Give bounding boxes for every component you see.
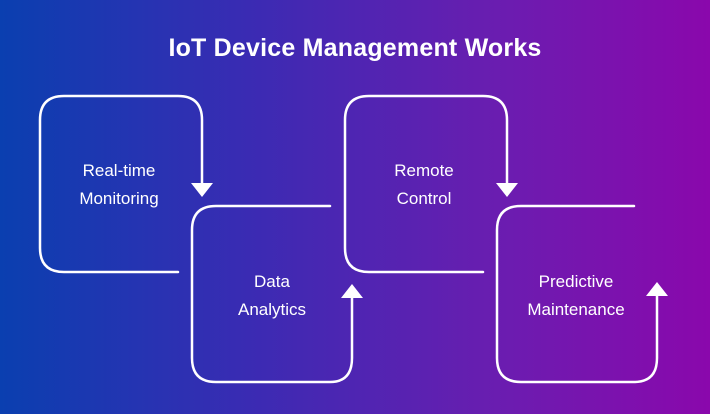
step-1-label: Real-time Monitoring [58, 157, 180, 213]
step-4-up-arrow-icon [646, 282, 668, 296]
step-3-label-line2: Control [396, 189, 452, 208]
step-4-outline [495, 204, 659, 384]
step-2-up-arrow-icon [341, 284, 363, 298]
step-4-label-line1: Predictive [538, 272, 614, 291]
step-2-label-line1: Data [254, 272, 290, 291]
step-4-label-line2: Maintenance [527, 300, 625, 319]
step-1-label-line2: Monitoring [79, 189, 159, 208]
step-2-label-line2: Analytics [237, 300, 307, 319]
step-2-outline [190, 204, 354, 384]
diagram-title: IoT Device Management Works [168, 34, 542, 62]
step-1-down-arrow-icon [191, 183, 213, 197]
step-4-label: Predictive Maintenance [505, 268, 647, 324]
step-2-label: Data Analytics [210, 268, 334, 324]
step-3-outline [343, 94, 509, 274]
step-3-down-arrow-icon [496, 183, 518, 197]
step-3-label: Remote Control [362, 157, 486, 213]
step-1-outline [38, 94, 204, 274]
step-1-label-line1: Real-time [82, 161, 156, 180]
step-3-label-line1: Remote [394, 161, 454, 180]
